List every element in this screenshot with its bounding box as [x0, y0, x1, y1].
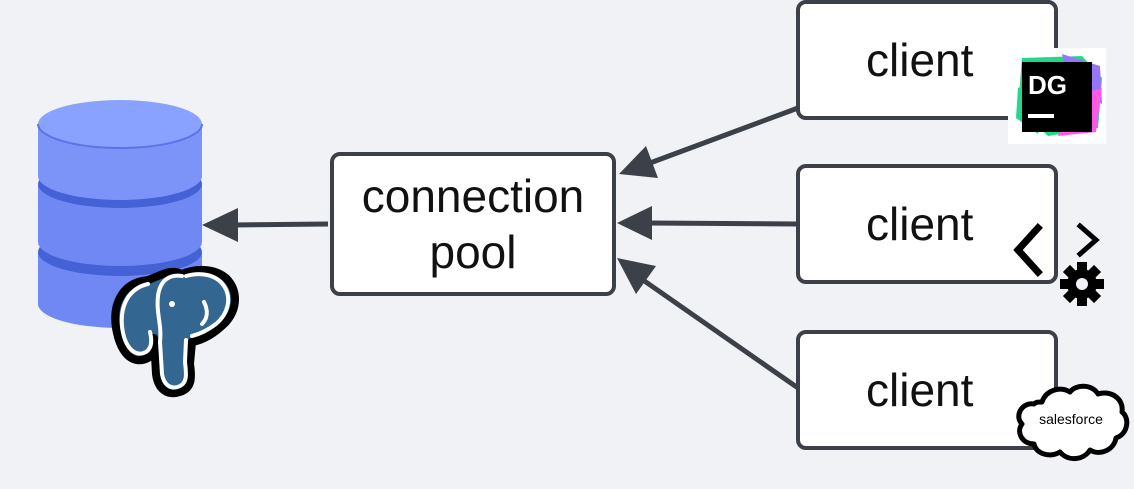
client-box-3: client [796, 330, 1058, 450]
client-2-label: client [866, 198, 974, 250]
arrow-client1-to-pool [619, 105, 799, 178]
arrow-client2-to-pool [617, 206, 799, 240]
datagrip-icon-text: DG [1028, 70, 1067, 100]
connection-pool-box: connection pool [330, 152, 616, 296]
salesforce-icon-text: salesforce [1039, 411, 1103, 427]
code-gear-icon [1013, 222, 1104, 306]
salesforce-icon: salesforce [1016, 383, 1130, 461]
postgresql-elephant-icon [111, 265, 239, 398]
pool-label-line2: pool [429, 226, 517, 278]
pool-label-line1: connection [361, 170, 585, 222]
client-1-label: client [866, 34, 974, 86]
datagrip-icon: DG [1008, 48, 1106, 144]
arrow-client3-to-pool [617, 258, 800, 391]
client-3-label: client [866, 364, 974, 416]
client-box-2: client [796, 164, 1058, 284]
arrow-pool-to-database [202, 208, 329, 242]
